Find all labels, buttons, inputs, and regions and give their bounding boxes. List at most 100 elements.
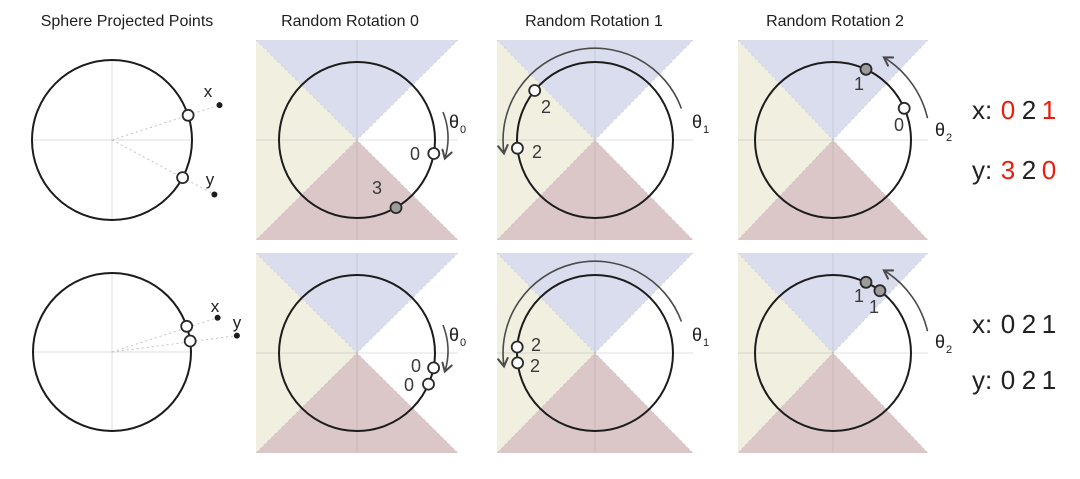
rotated-point-x [427, 147, 441, 160]
projected-point-y [183, 334, 197, 348]
hash-x-digit: 2 [1022, 309, 1036, 339]
title-sphere-projected-points: Sphere Projected Points [41, 13, 214, 30]
rotation-circle [754, 61, 912, 219]
theta-symbol: θ [935, 120, 945, 140]
rotated-point-x [510, 340, 524, 354]
point-x-label: x [211, 297, 220, 316]
theta-subscript: 1 [703, 337, 709, 349]
rotated-point-y [511, 356, 524, 370]
rotated-point-x [859, 275, 873, 289]
theta0-label: θ0 [449, 325, 466, 349]
bucket-label-y: 0 [894, 115, 904, 135]
panel-sphere-bottom: x y [32, 272, 242, 432]
rotated-point-y [511, 141, 524, 155]
hash-y-digit: 1 [1042, 365, 1056, 395]
theta1-label: θ1 [692, 112, 709, 136]
hash-y-prefix: y: [972, 365, 992, 395]
rotation-circle [278, 274, 436, 432]
bucket-label-y: 2 [530, 356, 540, 376]
panel-rotation2-top: 1 0 θ2 [737, 39, 952, 241]
bucket-label-x: 1 [854, 286, 864, 306]
rotated-point-x [528, 84, 542, 97]
bucket-label-y: 3 [372, 178, 382, 198]
theta1-label: θ1 [692, 325, 709, 349]
theta-subscript: 1 [703, 124, 709, 136]
rotation-arrow [497, 47, 683, 156]
point-y-label: y [206, 170, 215, 189]
rotation-circle [754, 274, 912, 432]
rotation-arrow [882, 269, 929, 332]
theta-subscript: 0 [460, 337, 466, 349]
hash-result-top: x: 0 2 1 y: 3 2 0 [972, 95, 1056, 185]
point-y-dot [233, 332, 240, 339]
theta-symbol: θ [449, 325, 459, 345]
hash-x-prefix: x: [972, 95, 992, 125]
rotation-circle [278, 61, 436, 219]
bucket-label-x: 0 [411, 356, 421, 376]
panel-rotation0-top: 0 3 θ0 [255, 39, 466, 241]
theta-symbol: θ [692, 112, 702, 132]
hash-x-digit: 0 [1001, 95, 1015, 125]
theta-symbol: θ [449, 112, 459, 132]
hash-x-digit: 1 [1042, 309, 1056, 339]
bucket-label-y: 1 [869, 297, 879, 317]
hash-y-digit: 0 [1001, 365, 1015, 395]
rotation-arrow [497, 260, 683, 369]
theta-subscript: 2 [946, 344, 952, 356]
bucket-label-y: 2 [532, 142, 542, 162]
rotated-point-x [427, 361, 441, 375]
quadrant-background [496, 39, 694, 241]
bucket-label-x: 2 [541, 97, 551, 117]
rotation-arrow [882, 56, 929, 119]
projected-point-x [180, 319, 194, 333]
rotated-point-x [859, 62, 873, 76]
bucket-label-x: 0 [410, 144, 420, 164]
projection-ray-x [111, 104, 220, 141]
panel-rotation2-bottom: 1 1 θ2 [737, 252, 952, 454]
rotated-point-y [897, 101, 911, 115]
panel-rotation0-bottom: 0 0 θ0 [255, 252, 466, 454]
quadrant-background [255, 252, 459, 454]
theta-subscript: 0 [460, 124, 466, 136]
hash-y-digit: 0 [1042, 155, 1056, 185]
rotation-circle [516, 61, 674, 219]
quadrant-background [496, 252, 694, 454]
point-y-label: y [233, 313, 242, 332]
rotated-point-y [389, 201, 403, 215]
theta0-label: θ0 [449, 112, 466, 136]
bucket-label-x: 1 [854, 74, 864, 94]
panel-sphere-top: x y [31, 59, 223, 221]
hash-x-digit: 2 [1022, 95, 1036, 125]
rotated-point-y [422, 377, 435, 391]
quadrant-background [255, 39, 459, 241]
hash-x-digit: 1 [1042, 95, 1056, 125]
rotated-point-y [873, 284, 887, 298]
title-random-rotation-2: Random Rotation 2 [766, 13, 904, 30]
projection-ray-x [111, 317, 218, 353]
projected-point-x [181, 108, 195, 122]
point-x-label: x [204, 82, 213, 101]
bucket-label-y: 0 [404, 375, 414, 395]
sphere-circle [31, 59, 193, 221]
theta-symbol: θ [935, 332, 945, 352]
panel-rotation1-top: 2 2 θ1 [496, 39, 709, 241]
rotation-arrow [441, 324, 453, 374]
point-y-dot [211, 191, 218, 198]
hash-y-digit: 2 [1022, 365, 1036, 395]
sphere-circle [32, 272, 192, 432]
theta2-label: θ2 [935, 120, 952, 144]
bucket-label-x: 2 [531, 335, 541, 355]
hash-y-digit: 2 [1022, 155, 1036, 185]
panel-rotation1-bottom: 2 2 θ1 [496, 252, 709, 454]
theta2-label: θ2 [935, 332, 952, 356]
hash-x-digit: 0 [1001, 309, 1015, 339]
hash-y-digit: 3 [1001, 155, 1015, 185]
hash-result-bottom: x: 0 2 1 y: 0 2 1 [972, 309, 1056, 395]
hash-x-prefix: x: [972, 309, 992, 339]
projection-ray-y [111, 139, 215, 195]
theta-subscript: 2 [946, 132, 952, 144]
projected-point-y [176, 171, 190, 185]
hash-y-prefix: y: [972, 155, 992, 185]
